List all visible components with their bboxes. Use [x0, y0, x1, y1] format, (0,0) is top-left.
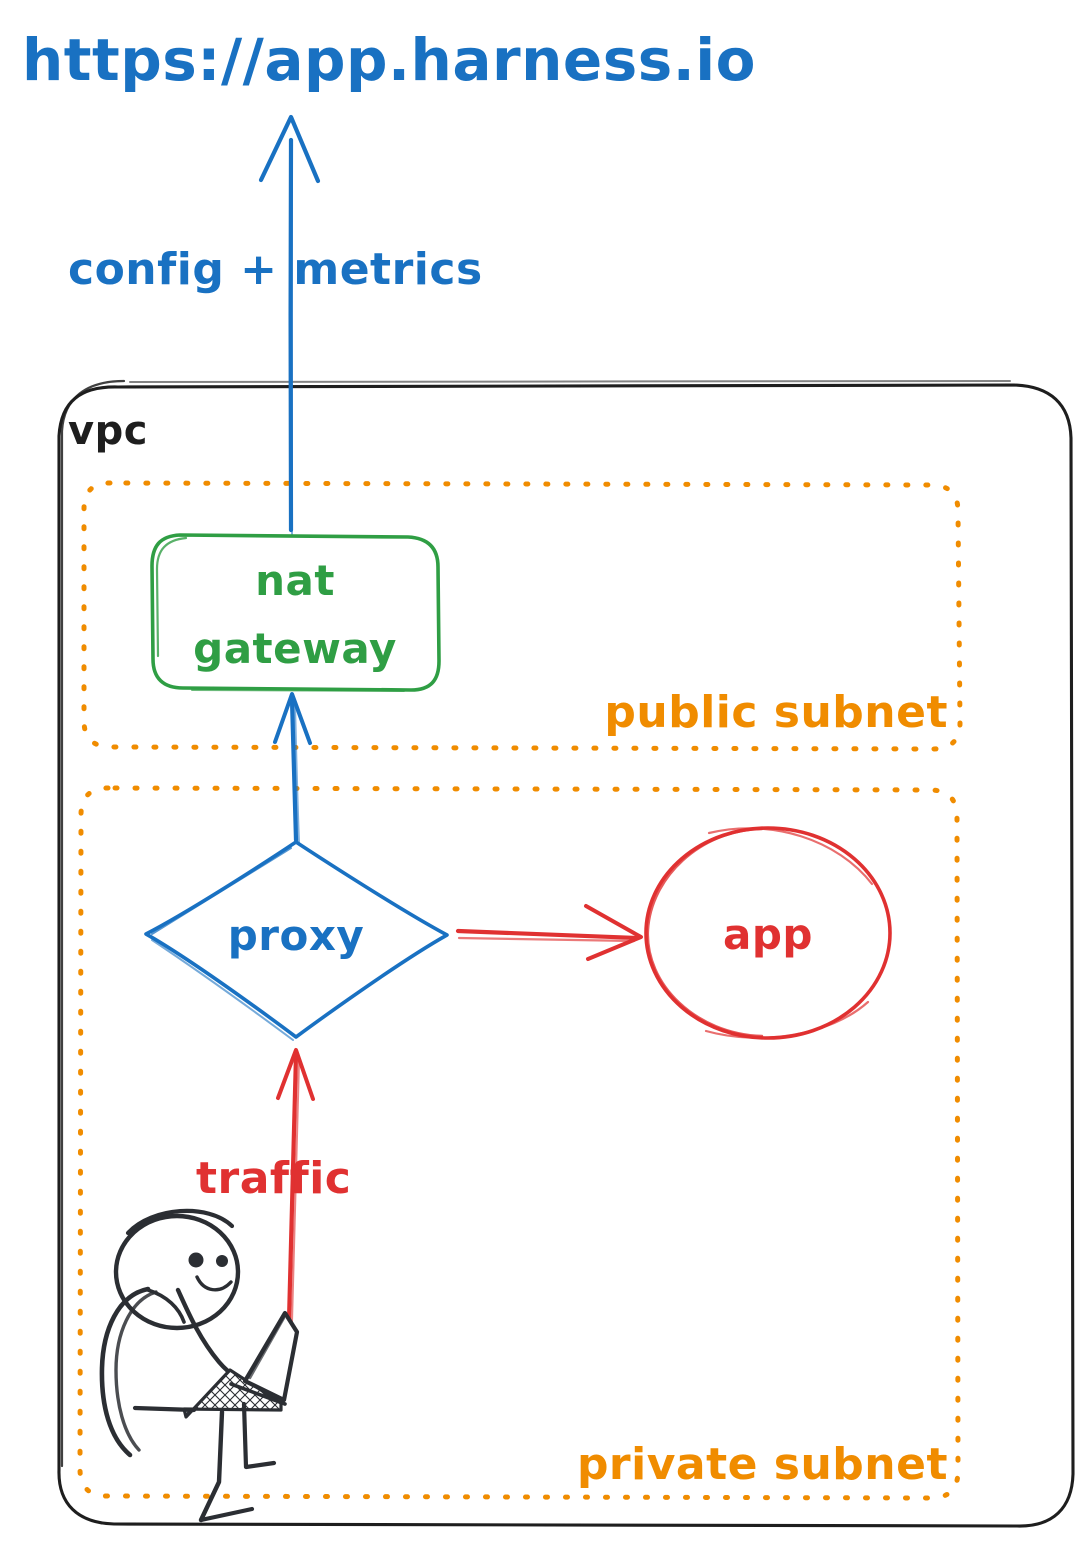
edge-label-traffic: traffic — [196, 1153, 351, 1204]
private-subnet-label: private subnet — [577, 1439, 948, 1490]
edge-nat-to-internet — [258, 114, 321, 537]
node-label-app: app — [723, 910, 813, 959]
edge-user-to-proxy — [276, 1048, 315, 1323]
node-label-proxy: proxy — [228, 911, 365, 960]
private-subnet-boundary — [77, 785, 961, 1501]
user-stick-figure-icon — [99, 1208, 300, 1523]
external-endpoint-label[interactable]: https://app.harness.io — [22, 26, 756, 94]
node-app[interactable] — [644, 826, 892, 1040]
public-subnet-boundary — [81, 480, 963, 752]
public-subnet-label: public subnet — [604, 687, 948, 738]
node-proxy[interactable] — [144, 840, 449, 1041]
vpc-boundary — [57, 379, 1075, 1528]
edge-proxy-to-nat — [273, 692, 312, 843]
node-label-nat-gateway-line2: gateway — [193, 624, 397, 673]
edge-proxy-to-app — [455, 904, 643, 961]
vpc-label: vpc — [68, 408, 148, 454]
node-label-nat-gateway-line1: nat — [255, 556, 335, 605]
node-nat-gateway[interactable] — [150, 533, 441, 692]
edge-label-config-metrics: config + metrics — [68, 244, 483, 295]
